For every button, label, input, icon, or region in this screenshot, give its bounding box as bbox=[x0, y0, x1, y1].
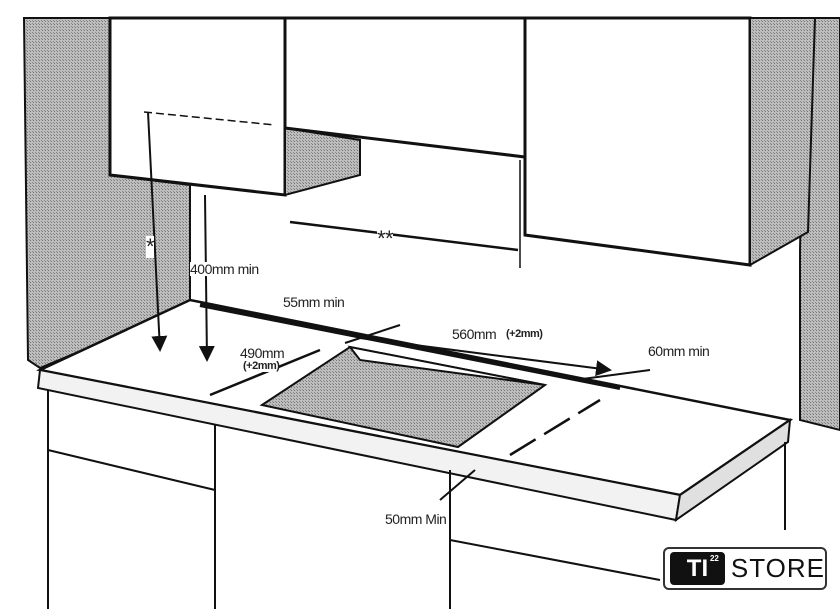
upper-left-cabinet bbox=[108, 16, 287, 197]
worktop-side-edge bbox=[674, 417, 792, 523]
cutout-depth-tolerance: (+2mm) bbox=[243, 360, 280, 372]
cutout-width-label: 560mm bbox=[452, 326, 497, 342]
cutout-depth-label: 490mm bbox=[240, 345, 285, 361]
upper-right-cabinet bbox=[523, 16, 752, 267]
logo-word: STORE bbox=[730, 553, 825, 583]
height-min-label: 400mm min bbox=[190, 261, 259, 277]
upper-left-cabinet-side bbox=[284, 126, 361, 197]
front-clearance-label: 50mm Min bbox=[385, 511, 447, 527]
upper-right-cabinet-side bbox=[749, 17, 817, 267]
back-clearance-label: 55mm min bbox=[283, 294, 345, 310]
asterisk-label: * bbox=[146, 234, 155, 259]
double-asterisk-label: ** bbox=[377, 226, 394, 251]
side-clearance-label: 60mm min bbox=[648, 343, 710, 359]
cutout-width-tolerance: (+2mm) bbox=[506, 328, 543, 340]
